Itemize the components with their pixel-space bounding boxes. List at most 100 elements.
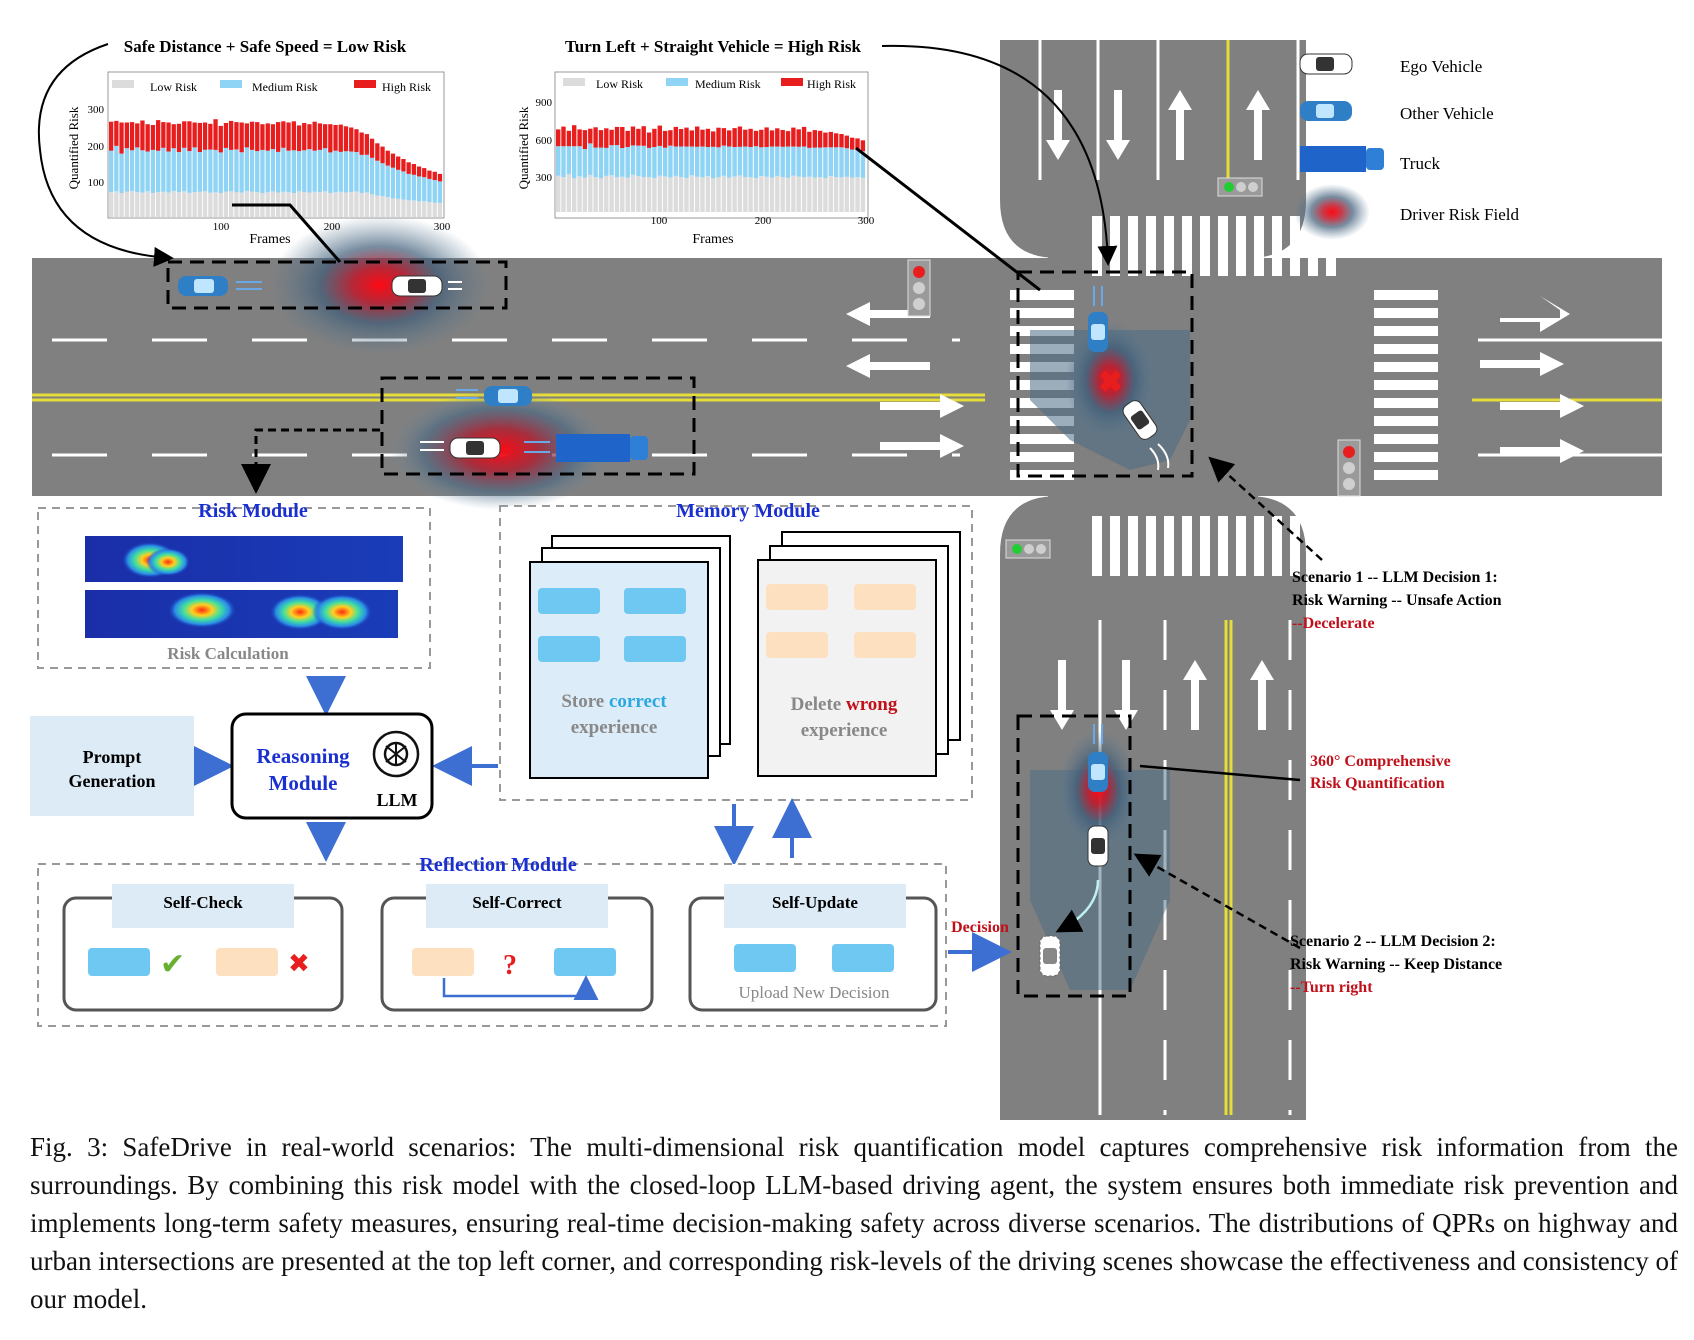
bar-segment-high-risk [630,126,636,146]
bar-segment-medium-risk [727,146,732,178]
svg-text:360° Comprehensive: 360° Comprehensive [1310,753,1451,770]
bar-segment-medium-risk [202,149,208,192]
bar-segment-low-risk [775,175,780,212]
svg-text:Upload New Decision: Upload New Decision [738,983,890,1002]
bar-segment-medium-risk [296,151,302,192]
bar-segment-low-risk [213,192,218,217]
bar-segment-medium-risk [437,181,443,203]
bar-segment-medium-risk [652,147,657,179]
bar-segment-low-risk [646,177,652,212]
traffic-light-3 [1217,177,1263,197]
bar-segment-medium-risk [785,146,791,178]
svg-text:--Decelerate: --Decelerate [1292,615,1375,632]
bar-segment-high-risk [390,153,396,168]
bar-segment-high-risk [748,128,753,147]
bar-segment-medium-risk [716,147,721,177]
bar-segment-low-risk [716,177,721,212]
bar-segment-medium-risk [312,150,317,192]
connector-line [855,146,1041,292]
bar-segment-high-risk [265,123,270,151]
bar-segment-high-risk [119,122,124,154]
bar-segment-low-risk [839,177,844,212]
svg-text:Risk Warning -- Unsafe Action: Risk Warning -- Unsafe Action [1292,592,1502,609]
bar-segment-high-risk [416,166,422,177]
svg-text:Low Risk: Low Risk [150,80,197,94]
bar-segment-medium-risk [416,176,422,202]
bar-segment-low-risk [359,193,364,217]
bar-segment-high-risk [343,126,349,152]
bar-segment-low-risk [657,175,662,212]
bar-segment-medium-risk [145,151,150,192]
bar-segment-low-risk [817,177,823,212]
bar-segment-low-risk [727,177,732,212]
bar-segment-low-risk [296,191,302,217]
bar-segment-low-risk [588,174,593,212]
bar-segment-high-risk [743,129,748,147]
xtick: 200 [324,221,341,233]
bar-segment-low-risk [385,197,390,217]
bar-segment-medium-risk [577,146,582,177]
svg-text:--Turn right: --Turn right [1290,979,1373,996]
bar-segment-medium-risk [668,145,673,178]
connector-arrow [1208,456,1323,561]
bar-segment-medium-risk [721,145,727,176]
svg-text:LLM: LLM [376,790,417,810]
chart-intersection: Turn Left + Straight Vehicle = High Risk… [516,37,875,247]
bar-segment-high-risk [695,126,700,147]
ytick: 300 [88,104,105,116]
bar-segment-low-risk [855,177,860,212]
bar-segment-medium-risk [302,150,307,193]
bar-segment-high-risk [213,119,218,150]
bar-segment-medium-risk [150,149,156,193]
bar-segment-high-risk [593,127,598,148]
bar-segment-medium-risk [192,147,197,193]
svg-text:Risk Warning -- Keep Distance: Risk Warning -- Keep Distance [1290,956,1502,973]
bar-segment-high-risk [244,123,249,148]
bar-segment-medium-risk [839,147,844,178]
bar-segment-medium-risk [129,150,135,191]
bar-segment-high-risk [171,124,176,149]
bar-segment-low-risk [850,177,855,212]
bar-segment-high-risk [380,146,385,164]
bar-segment-medium-risk [791,146,796,176]
check-icon: ✔ [160,948,185,981]
svg-text:High Risk: High Risk [807,77,856,91]
bar-segment-medium-risk [380,163,385,197]
bar-segment-high-risk [636,128,641,146]
bar-segment-high-risk [753,130,759,147]
bar-segment-low-risk [317,192,323,217]
bar-segment-high-risk [839,134,844,148]
bar-segment-medium-risk [427,178,432,203]
bar-segment-high-risk [684,127,689,147]
bar-segment-low-risk [678,177,684,212]
bar-segment-medium-risk [244,147,249,191]
bar-segment-low-risk [411,200,416,217]
bar-segment-high-risk [785,131,791,147]
xlabel: Frames [692,232,733,247]
bar-segment-medium-risk [291,150,296,193]
bar-segment-medium-risk [369,157,375,195]
bar-segment-high-risk [432,171,437,181]
bar-segment-medium-risk [711,146,716,179]
bar-segment-low-risk [689,175,694,212]
bar-segment-low-risk [307,192,312,217]
bar-segment-low-risk [828,176,833,212]
bar-segment-high-risk [406,162,411,174]
bar-segment-medium-risk [604,147,609,176]
bar-segment-high-risk [609,129,614,146]
svg-text:Low Risk: Low Risk [596,77,643,91]
bar-segment-high-risk [307,124,312,150]
bar-segment-low-risk [572,178,577,212]
bar-segment-high-risk [281,121,286,148]
bar-segment-low-risk [208,192,213,217]
bar-segment-low-risk [812,177,817,212]
bar-segment-low-risk [791,175,796,212]
xtick: 300 [858,215,875,227]
bar-segment-medium-risk [753,146,759,179]
bar-segment-high-risk [689,130,694,147]
bar-segment-high-risk [705,128,711,147]
bar-segment-medium-risk [833,147,839,177]
bar-segment-low-risk [684,177,689,212]
bar-segment-medium-risk [396,169,401,199]
bar-segment-medium-risk [197,152,202,192]
